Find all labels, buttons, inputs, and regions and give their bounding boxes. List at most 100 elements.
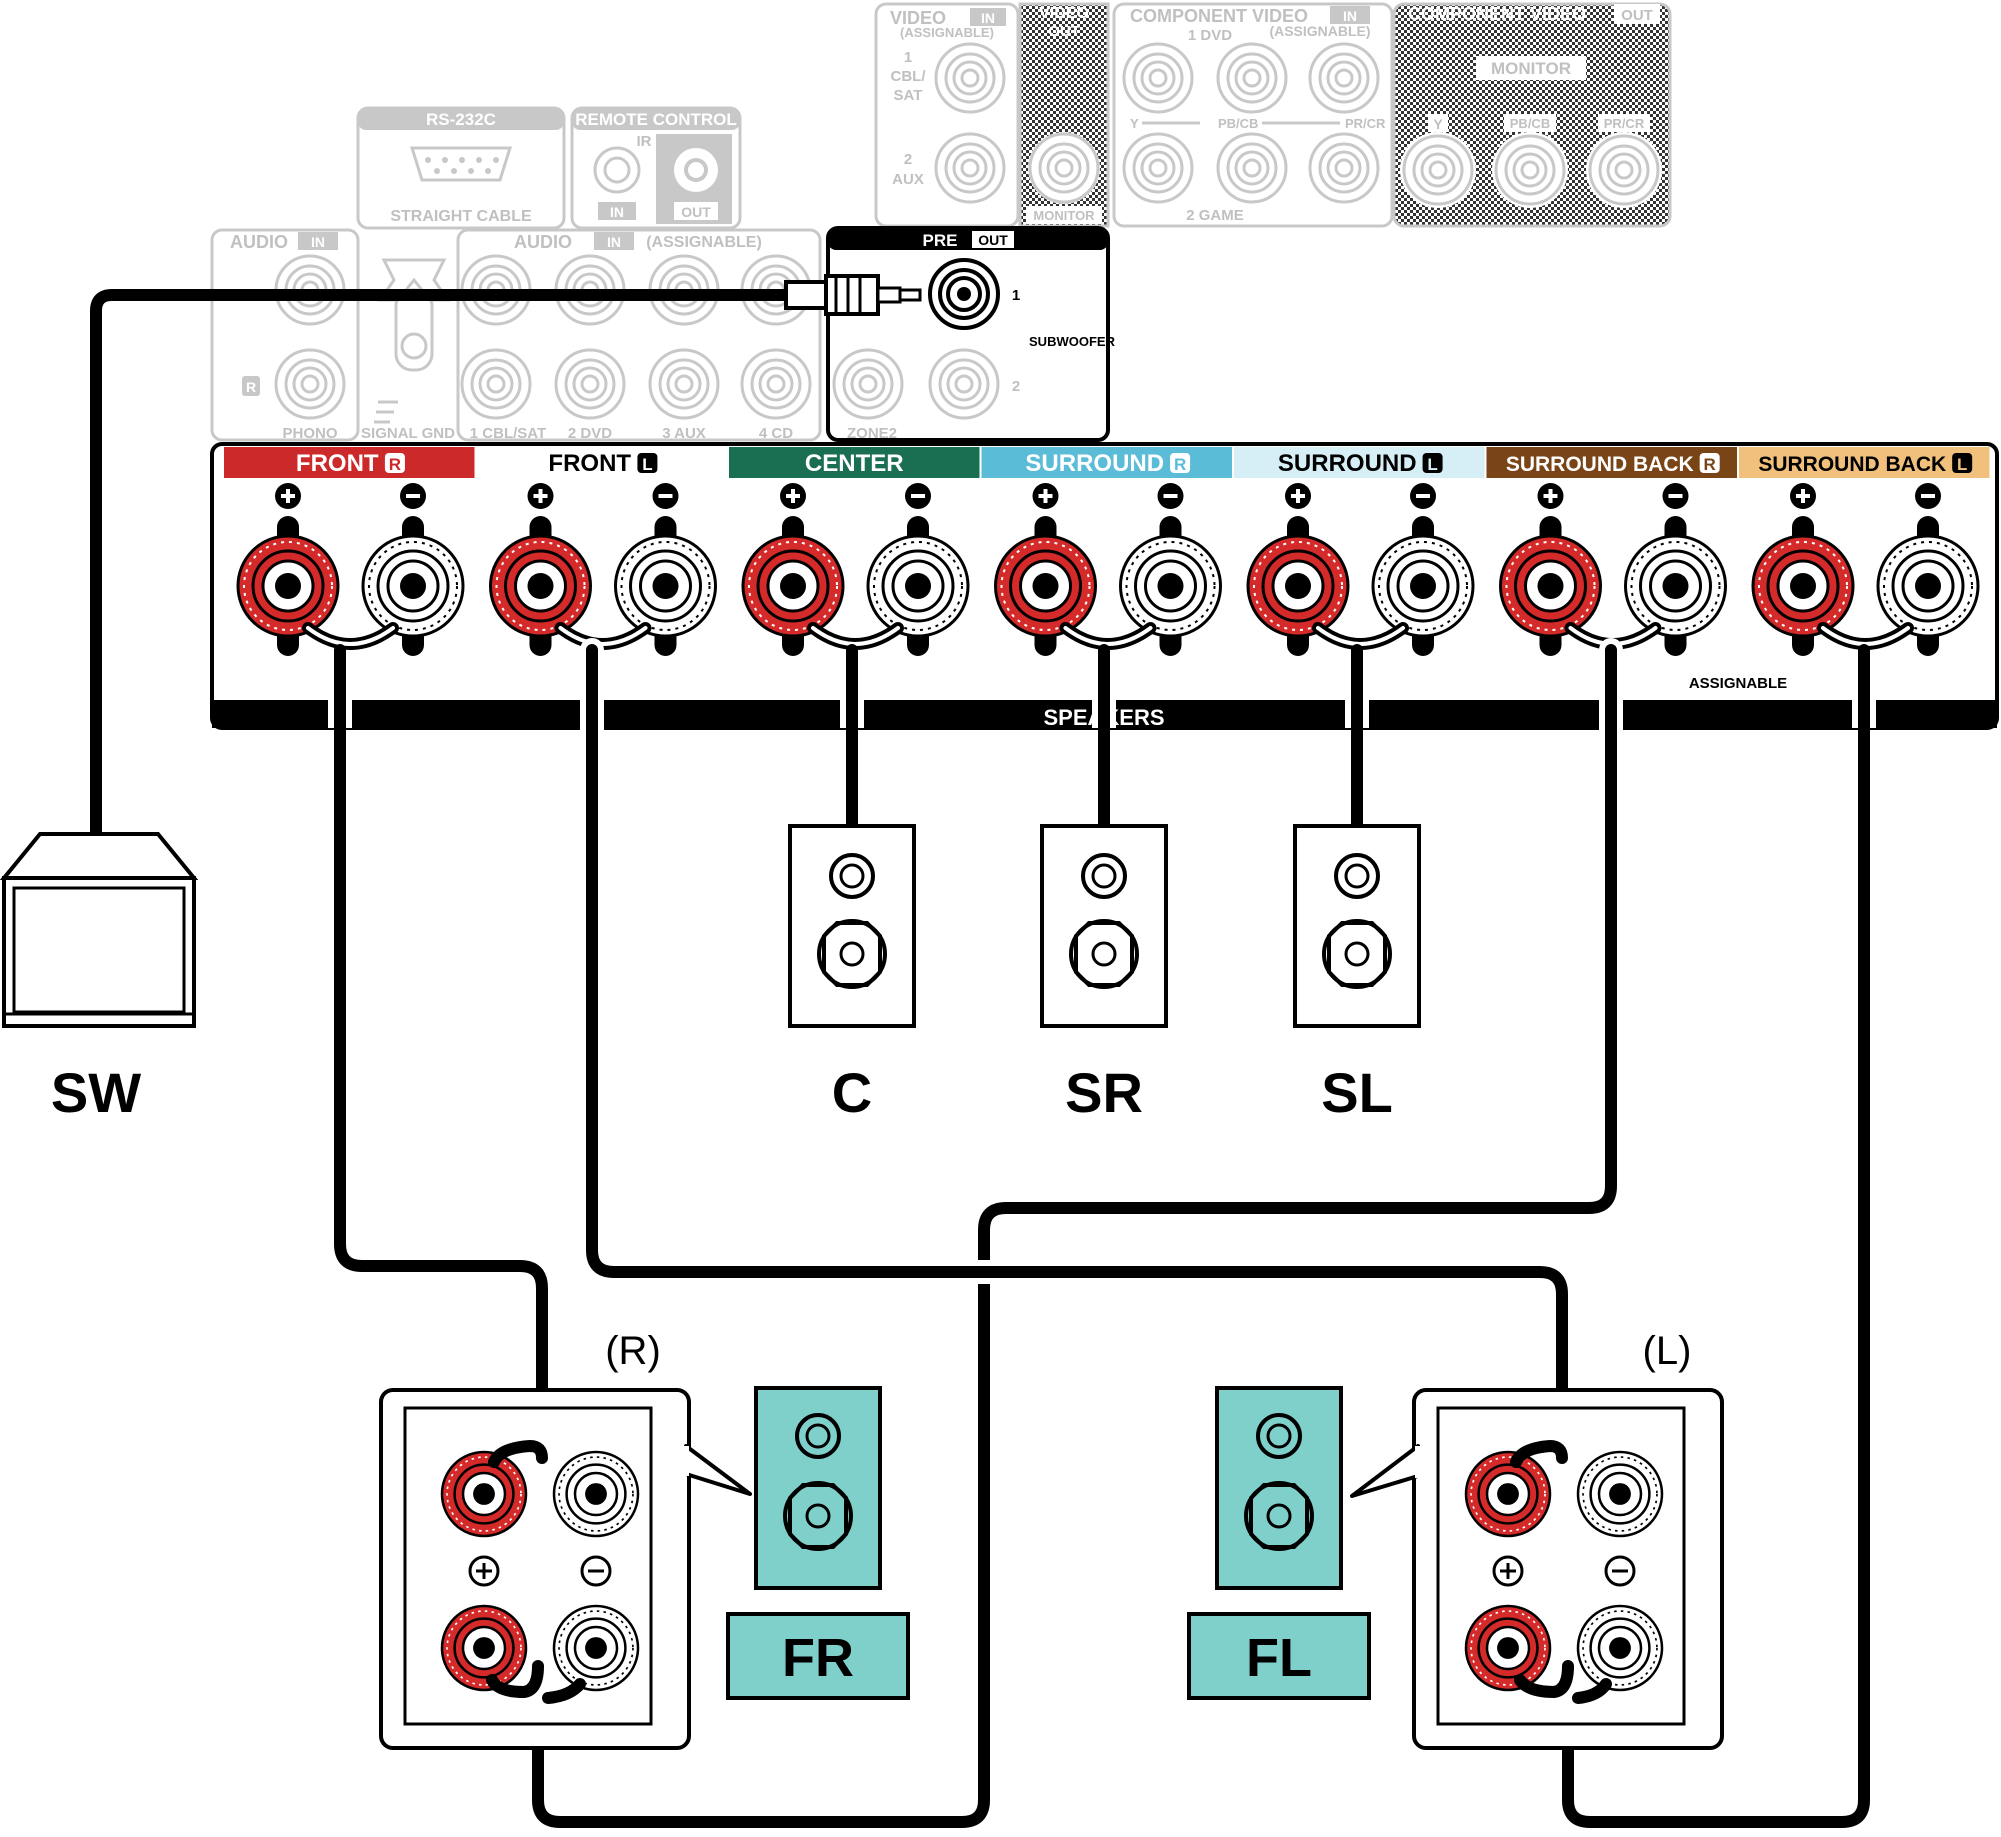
terminal-wire-loop-highlight: [811, 626, 900, 646]
fl-lf-positive: [1464, 1604, 1552, 1692]
channel-terminals-4: [994, 483, 1222, 656]
rs232c-section: RS-232C STRAIGHT CABLE: [356, 106, 566, 230]
channel-badge-bg-5: [1422, 453, 1443, 473]
terminal-plus-symbol: [1032, 483, 1059, 509]
phono-r-badge: R: [246, 379, 256, 395]
channel-badge-2: L: [642, 455, 652, 474]
component-in-pr1: [1308, 42, 1380, 114]
channel-badge-bg-2: [637, 453, 658, 473]
audio-input-1-label: 1 CBL/SAT: [470, 425, 546, 442]
terminal-positive[interactable]: [994, 534, 1097, 638]
terminal-positive[interactable]: [741, 534, 845, 638]
channel-label-3: CENTER: [805, 450, 904, 477]
terminal-negative[interactable]: [866, 534, 970, 638]
audio-input-3-label: 3 AUX: [662, 425, 706, 442]
terminal-positive[interactable]: [489, 534, 592, 638]
channel-badge-bg-1: [384, 453, 405, 473]
component-in-pb1: [1216, 42, 1288, 114]
fl-plus-symbol: [1492, 1555, 1524, 1587]
video-in2-num: 2: [904, 151, 912, 168]
surround-left-speaker: [1293, 824, 1421, 1028]
audio2-r-jack: [554, 348, 626, 420]
subwoofer-label: SUBWOOFER: [1029, 334, 1116, 349]
pre-out-title: PRE: [923, 231, 958, 250]
video-out-section: VIDEO OUT MONITOR: [1018, 2, 1110, 228]
audio-input-4-label: 4 CD: [759, 425, 793, 442]
remote-out-label: OUT: [681, 204, 711, 220]
fl-hf-negative: [1576, 1450, 1664, 1538]
fl-lf-negative: [1576, 1604, 1664, 1692]
terminal-positive[interactable]: [1751, 534, 1855, 638]
fr-hf-positive: [440, 1450, 528, 1538]
audio-in-tag: IN: [311, 234, 325, 250]
subwoofer2-num: 2: [1012, 378, 1020, 395]
audio-assignable-section: AUDIO IN (ASSIGNABLE) 1 CBL/SAT 2 DVD 3 …: [456, 228, 822, 442]
fr-label: FR: [782, 1628, 854, 1688]
terminal-plus-symbol: [780, 483, 806, 509]
terminal-minus-symbol: [1662, 483, 1689, 509]
rca-plug: [784, 274, 922, 316]
front-left-speaker: (L) FL: [1187, 1329, 1724, 1750]
component-in-pb-label: PB/CB: [1218, 116, 1258, 131]
right-marker: (R): [605, 1329, 661, 1373]
component-out-y-label: Y: [1433, 116, 1443, 132]
channel-badge-bg-6: [1699, 453, 1720, 473]
video-in1-label-b: SAT: [894, 87, 923, 104]
terminal-negative[interactable]: [1119, 534, 1222, 638]
video-in-section: VIDEO IN (ASSIGNABLE) 1 CBL/ SAT 2 AUX: [874, 2, 1020, 228]
terminal-negative[interactable]: [1371, 534, 1475, 638]
terminal-negative[interactable]: [1876, 534, 1980, 638]
channel-label-5: SURROUND: [1278, 450, 1417, 477]
audio-assign-sub: (ASSIGNABLE): [646, 234, 762, 251]
subwoofer-cable: [90, 289, 796, 838]
audio-input-2-label: 2 DVD: [568, 425, 612, 442]
channel-badge-7: L: [1957, 455, 1967, 474]
video-out-monitor-label: MONITOR: [1033, 208, 1095, 223]
center-speaker: [788, 824, 916, 1028]
terminal-positive[interactable]: [236, 534, 340, 638]
channel-badge-bg-4: [1170, 453, 1191, 473]
component-in-y2: [1122, 132, 1194, 204]
component-in-title: COMPONENT VIDEO: [1130, 6, 1308, 26]
video-out-tag: OUT: [1048, 23, 1080, 40]
component-in-tag: IN: [1343, 8, 1357, 24]
audio-assign-title: AUDIO: [514, 232, 572, 252]
component-in-y1: [1122, 42, 1194, 114]
audio-in-section: AUDIO IN R PHONO: [210, 228, 360, 442]
surround-right-speaker: [1040, 824, 1168, 1028]
terminal-positive[interactable]: [1246, 534, 1350, 638]
pre-out-tag: OUT: [978, 232, 1008, 248]
video-in1-jack: [934, 42, 1006, 114]
fl-label: FL: [1246, 1628, 1312, 1688]
audio3-r-jack: [648, 348, 720, 420]
fr-lf-negative: [552, 1604, 640, 1692]
terminal-negative[interactable]: [614, 534, 717, 638]
component-out-section: COMPONENT VIDEO OUT MONITOR Y PB/CB PR/C…: [1392, 2, 1672, 228]
remote-in-label: IN: [610, 204, 624, 220]
terminal-negative[interactable]: [1624, 534, 1727, 638]
component-in-section: COMPONENT VIDEO IN 1 DVD (ASSIGNABLE) Y …: [1112, 2, 1394, 228]
rear-panel-inputs: VIDEO IN (ASSIGNABLE) 1 CBL/ SAT 2 AUX V…: [210, 2, 1672, 442]
rs232c-cable-label: STRAIGHT CABLE: [390, 208, 532, 225]
channel-badge-5: L: [1427, 455, 1437, 474]
terminal-minus-symbol: [400, 483, 426, 509]
terminals: [236, 483, 1980, 656]
component-in-y-label: Y: [1130, 116, 1139, 131]
fr-minus-symbol: [580, 1555, 612, 1587]
channel-terminals-3: [741, 483, 970, 656]
terminal-negative[interactable]: [361, 534, 465, 638]
fr-lf-positive: [440, 1604, 528, 1692]
front-right-speaker: (R) FR: [379, 1329, 910, 1750]
fl-minus-symbol: [1604, 1555, 1636, 1587]
subwoofer1-num: 1: [1012, 287, 1020, 304]
video-in-tag: IN: [981, 10, 995, 26]
sw-label: SW: [51, 1061, 141, 1124]
video-out-title: VIDEO: [1039, 5, 1089, 22]
terminal-wire-loop-highlight: [1063, 626, 1153, 646]
terminal-positive[interactable]: [1499, 534, 1602, 638]
channel-badge-bg-7: [1952, 453, 1973, 473]
